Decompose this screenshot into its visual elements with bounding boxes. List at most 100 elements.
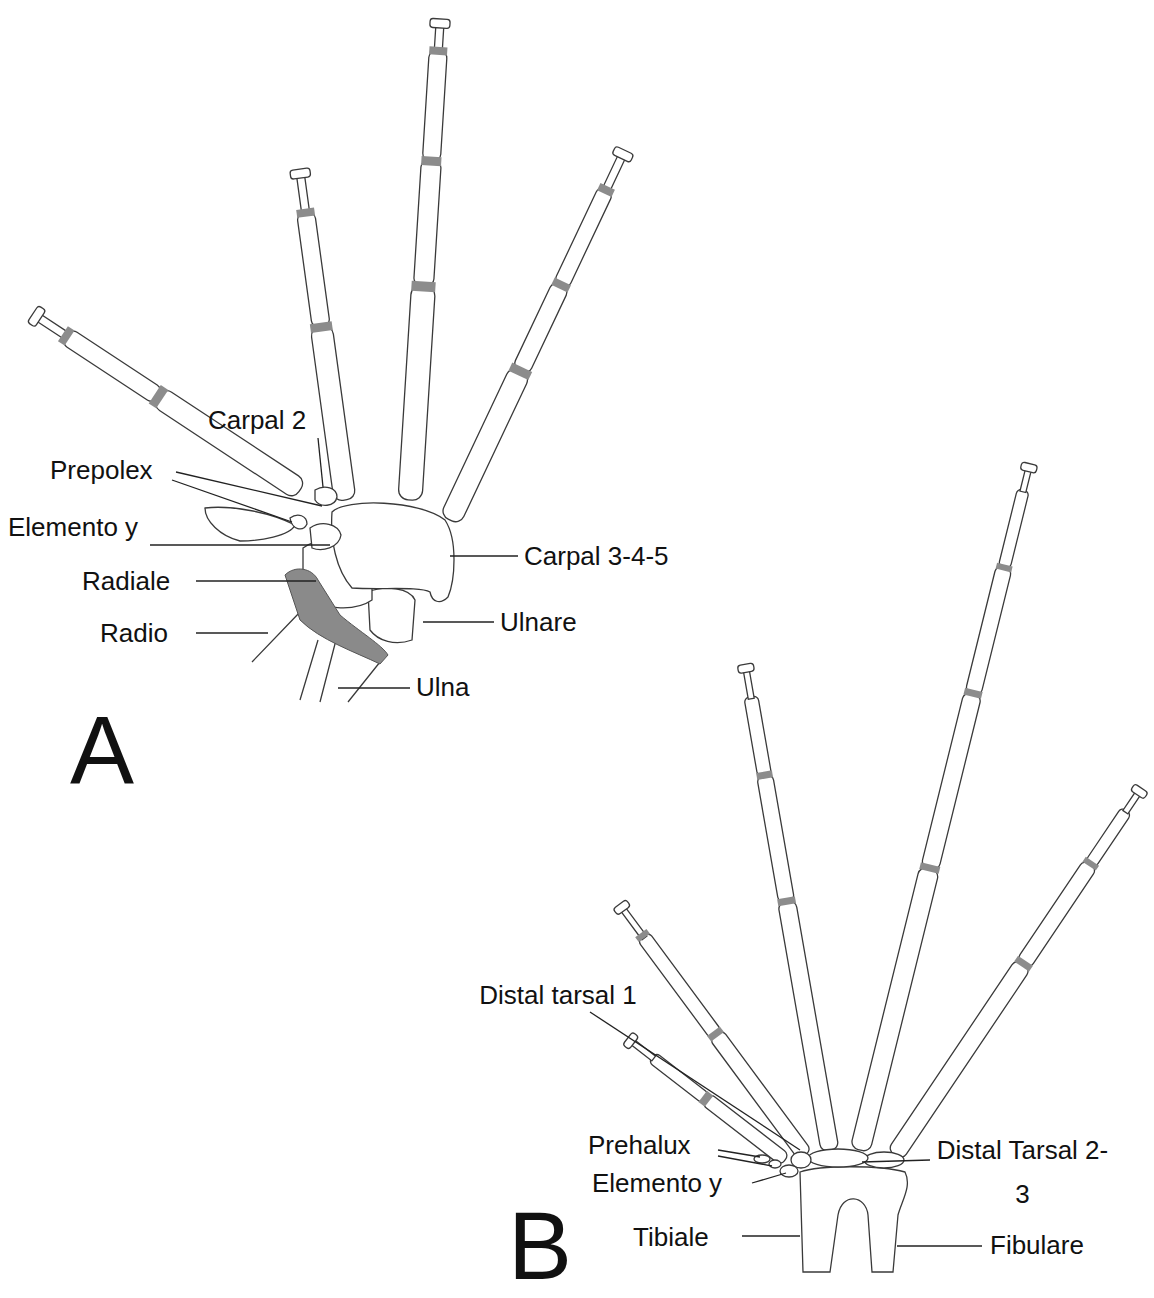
- joint-cartilage: [411, 281, 436, 292]
- prepollex-bone: [290, 515, 307, 529]
- phalanx-tip: [430, 18, 451, 28]
- phalanx: [757, 774, 795, 903]
- digit-bones: [440, 146, 635, 525]
- prehallux-bone: [769, 1160, 781, 1168]
- part-label: Elemento y: [592, 1168, 722, 1198]
- phalanx: [554, 187, 613, 289]
- distal-tarsal: [808, 1149, 868, 1167]
- leader-line: [590, 1012, 800, 1150]
- leader-line: [897, 1245, 982, 1246]
- joint-cartilage: [963, 688, 982, 699]
- phalanx-tip: [1020, 470, 1031, 493]
- part-label: Radio: [100, 618, 168, 648]
- phalanx: [297, 211, 330, 327]
- metacarpal: [152, 387, 306, 499]
- joint-cartilage: [551, 277, 571, 292]
- digit-bones: [27, 305, 306, 500]
- phalanx-tip: [743, 671, 754, 700]
- phalanx: [422, 50, 447, 161]
- metacarpal: [440, 366, 530, 525]
- distal-tarsal: [864, 1152, 904, 1168]
- ulnare-bone: [368, 588, 415, 642]
- phalanx-tip: [290, 168, 311, 180]
- part-label: Tibiale: [633, 1222, 709, 1252]
- phalanx-tip: [297, 176, 310, 213]
- prepollex-bone: [205, 507, 295, 541]
- leader-line: [718, 1156, 772, 1166]
- phalanx: [512, 281, 569, 375]
- leader-line: [450, 555, 518, 556]
- metatarsal: [888, 959, 1031, 1160]
- part-label: Distal Tarsal 2-3: [935, 1128, 1110, 1216]
- phalanx: [648, 1053, 709, 1104]
- element-y-bone: [780, 1165, 798, 1177]
- panel-letter: B: [508, 1196, 572, 1296]
- part-label: Ulnare: [500, 607, 577, 637]
- joint-cartilage: [58, 326, 75, 345]
- joint-cartilage: [777, 896, 796, 906]
- part-label: Prehalux: [588, 1130, 691, 1160]
- joint-cartilage: [996, 563, 1013, 573]
- part-label: Elemento y: [8, 512, 138, 542]
- joint-cartilage: [1082, 857, 1099, 871]
- joint-cartilage: [421, 156, 442, 166]
- part-label: Carpal 2: [208, 405, 306, 435]
- leader-line: [318, 438, 323, 487]
- part-label: Fibulare: [990, 1230, 1084, 1260]
- phalanx: [1085, 807, 1131, 868]
- leader-line: [718, 1150, 760, 1157]
- phalanx: [414, 160, 442, 286]
- phalanx-tip: [631, 1040, 655, 1061]
- joint-cartilage: [1014, 956, 1033, 972]
- joint-cartilage: [597, 183, 615, 197]
- leader-line: [196, 632, 268, 633]
- metatarsal: [709, 1030, 811, 1160]
- digit-bones: [888, 783, 1149, 1160]
- carpal-bone: [315, 487, 337, 505]
- phalanx: [744, 696, 772, 777]
- joint-cartilage: [635, 929, 650, 942]
- digit-bones: [736, 663, 838, 1152]
- joint-cartilage: [707, 1026, 724, 1041]
- phalanx: [998, 488, 1029, 569]
- leader-line: [196, 580, 316, 581]
- metacarpal: [310, 325, 356, 501]
- leader-line: [752, 1173, 786, 1183]
- leader-line: [176, 472, 322, 506]
- leader-line: [423, 621, 494, 622]
- leader-line: [862, 1160, 930, 1162]
- phalanx-tip: [737, 663, 754, 674]
- phalanx: [965, 566, 1012, 696]
- part-label: Radiale: [82, 566, 170, 596]
- panel-letter: A: [70, 700, 134, 800]
- carpal-bone: [332, 503, 454, 602]
- part-label: Carpal 3-4-5: [524, 541, 669, 571]
- leader-line: [742, 1235, 800, 1236]
- joint-cartilage: [296, 207, 315, 217]
- digit-bones: [289, 168, 356, 502]
- part-label: Prepolex: [50, 455, 153, 485]
- leader-line: [338, 687, 410, 688]
- joint-cartilage: [508, 363, 532, 381]
- leader-line: [150, 544, 330, 545]
- phalanx-tip: [612, 146, 634, 163]
- digit-bones: [850, 461, 1039, 1152]
- metatarsal: [778, 900, 839, 1151]
- part-label: Ulna: [416, 672, 469, 702]
- phalanx-tip: [613, 899, 631, 915]
- digit-bones: [398, 18, 452, 501]
- joint-cartilage: [698, 1091, 713, 1107]
- phalanx-tip: [27, 305, 46, 327]
- joint-cartilage: [310, 321, 333, 333]
- joint-cartilage: [149, 385, 169, 408]
- phalanx-tip: [1130, 784, 1148, 800]
- phalanx: [638, 932, 722, 1038]
- part-label: Distal tarsal 1: [478, 972, 638, 1018]
- phalanx-tip: [1020, 462, 1037, 474]
- leader-lines: [150, 438, 982, 1246]
- joint-cartilage: [756, 770, 773, 780]
- phalanx: [921, 692, 982, 871]
- leader-line: [172, 480, 292, 522]
- phalanx: [1017, 860, 1097, 969]
